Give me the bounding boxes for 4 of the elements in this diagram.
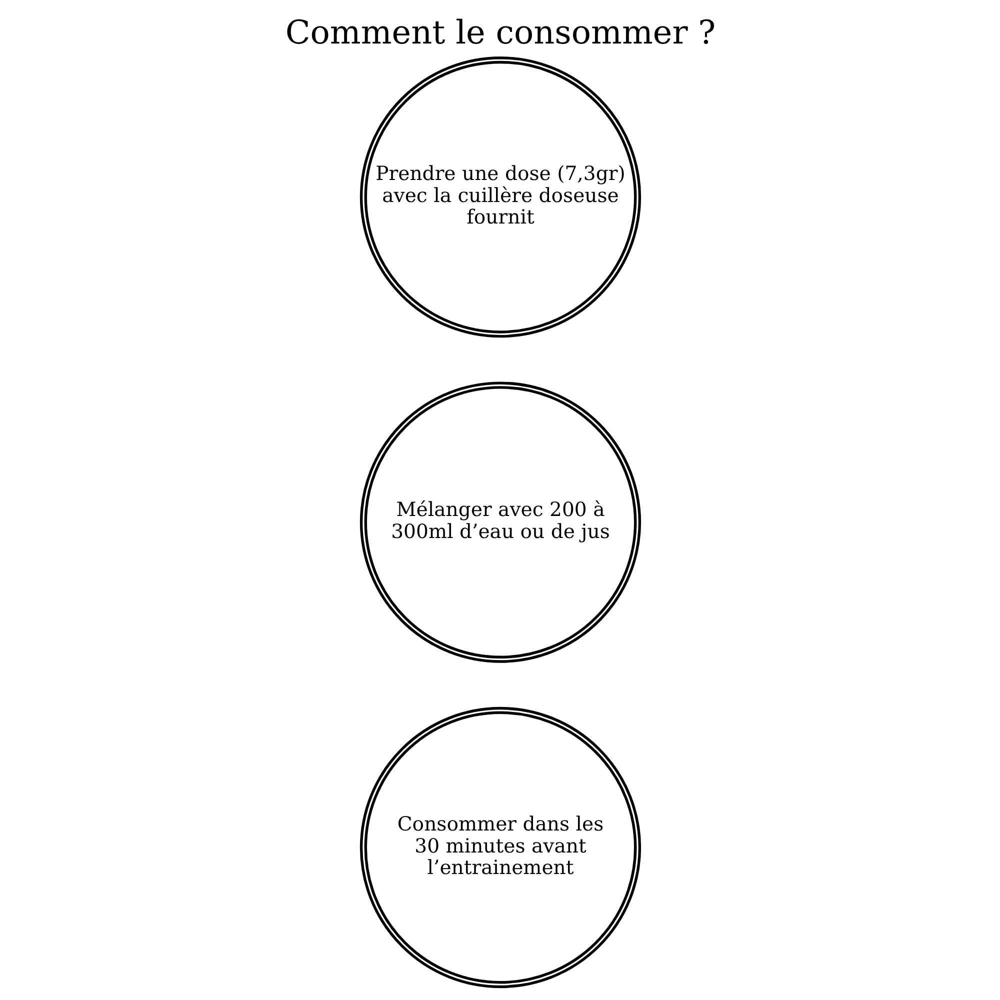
node-circle: Prendre une dose (7,3gr) avec la cuillère doseuse fournit (359, 56, 641, 338)
node-circle: Mélanger avec 200 à 300ml d’eau ou de jus (359, 382, 641, 663)
node-circle: Consommer dans les 30 minutes avant l’entrainement (359, 706, 641, 988)
diagram-title: Comment le consommer ? (284, 14, 716, 52)
